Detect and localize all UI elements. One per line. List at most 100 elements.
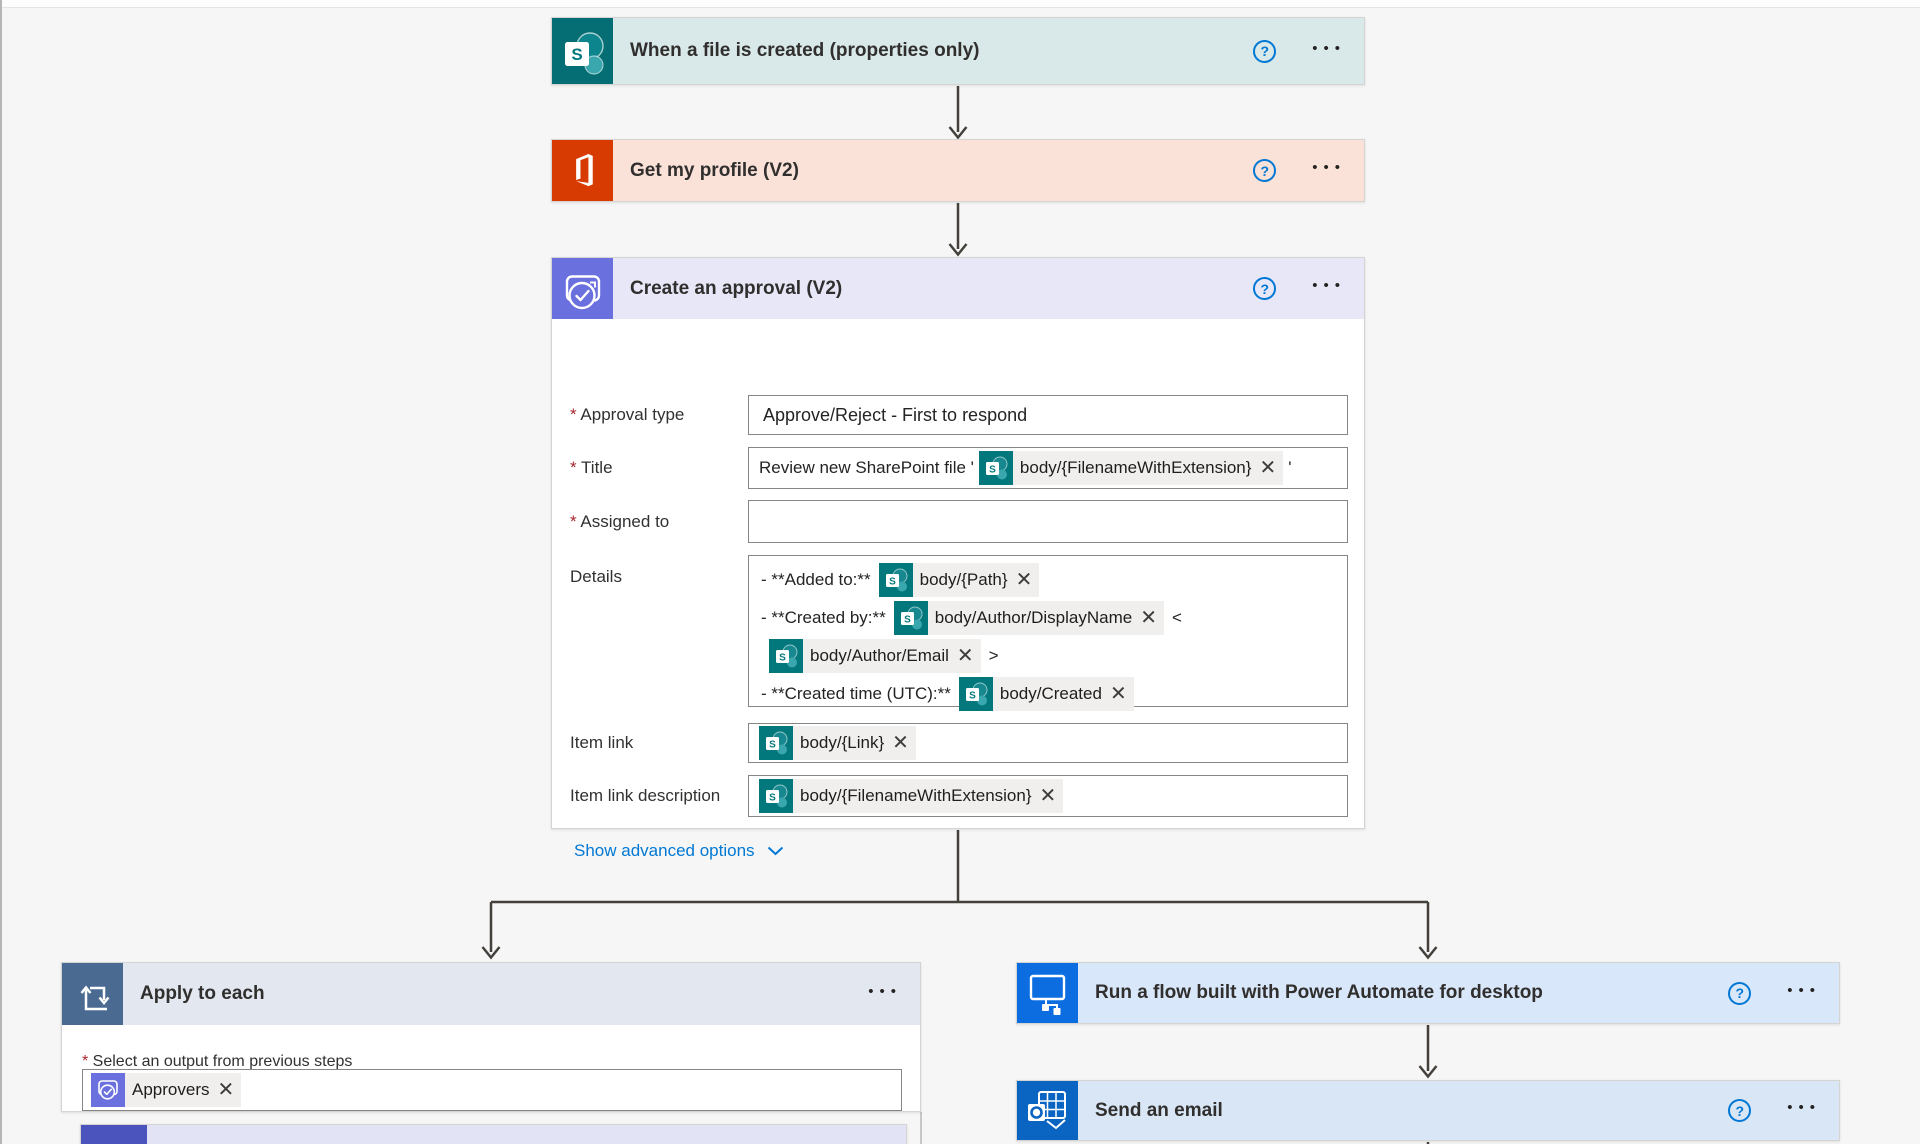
details-line: - **Created by:** body/Author/DisplayNam… (761, 600, 1335, 636)
nested-action-card[interactable] (80, 1124, 907, 1144)
sharepoint-icon (958, 677, 993, 711)
details-line: - **Added to:** body/{Path} ✕ (761, 562, 1335, 598)
action-card-send-email[interactable]: Send an email ? ••• (1016, 1080, 1840, 1141)
ellipsis-menu-icon[interactable]: ••• (1312, 39, 1346, 57)
show-advanced-options-label: Show advanced options (574, 841, 755, 860)
help-icon[interactable]: ? (1253, 277, 1277, 300)
dynamic-content-token[interactable]: body/Created ✕ (958, 677, 1134, 711)
title-input[interactable]: Review new SharePoint file ' body/{Filen… (748, 447, 1348, 489)
approval-type-label: Approval type (570, 405, 742, 425)
item-link-input[interactable]: body/{Link} ✕ (748, 723, 1348, 763)
token-label: body/Author/Email (810, 646, 949, 665)
sharepoint-icon (978, 451, 1013, 485)
apply-to-each-body: Select an output from previous steps App… (62, 1025, 920, 1111)
details-line: body/Author/Email ✕ > (761, 638, 1335, 674)
loop-icon (62, 963, 123, 1025)
details-text: < (1171, 608, 1182, 627)
token-label: body/{FilenameWithExtension} (1019, 458, 1252, 477)
approvals-icon (552, 258, 613, 319)
scope-card-apply-to-each: Apply to each ••• Select an output from … (61, 962, 921, 1112)
trigger-card-when-file-created[interactable]: When a file is created (properties only)… (551, 17, 1365, 85)
outlook-icon (1017, 1081, 1078, 1140)
ellipsis-menu-icon[interactable]: ••• (1312, 159, 1346, 176)
approvers-token[interactable]: Approvers ✕ (91, 1073, 242, 1107)
chevron-down-icon (1317, 411, 1333, 420)
action-card-run-desktop-flow[interactable]: Run a flow built with Power Automate for… (1016, 962, 1840, 1024)
office-icon (552, 140, 613, 201)
show-advanced-options-link[interactable]: Show advanced options (574, 841, 784, 861)
assigned-to-label: Assigned to (570, 512, 742, 532)
ellipsis-menu-icon[interactable]: ••• (868, 982, 902, 1000)
nested-action-icon (81, 1125, 147, 1144)
details-input[interactable]: - **Added to:** body/{Path} ✕ - **Create… (748, 555, 1348, 711)
help-icon[interactable]: ? (1253, 39, 1277, 63)
approval-card-body: Approval type Approve/Reject - First to … (552, 319, 1364, 860)
trigger-title: When a file is created (properties only) (630, 40, 980, 61)
sharepoint-icon (893, 601, 928, 635)
action-card-get-my-profile[interactable]: Get my profile (V2) ? ••• (551, 139, 1365, 202)
title-label: Title (570, 458, 742, 478)
dynamic-content-token[interactable]: body/Author/Email ✕ (769, 639, 981, 673)
apply-to-each-title: Apply to each (140, 983, 265, 1004)
item-link-description-input[interactable]: body/{FilenameWithExtension} ✕ (748, 775, 1348, 817)
details-label: Details (570, 567, 622, 586)
dynamic-content-token[interactable]: body/{FilenameWithExtension} ✕ (759, 779, 1064, 813)
canvas-top-edge (2, 0, 1920, 8)
profile-title: Get my profile (V2) (630, 159, 799, 181)
help-icon[interactable]: ? (1728, 981, 1752, 1005)
token-label: body/{Link} (800, 733, 885, 752)
ellipsis-menu-icon[interactable]: ••• (1312, 277, 1346, 294)
select-output-input[interactable]: Approvers ✕ (82, 1069, 902, 1111)
sharepoint-icon (759, 779, 793, 813)
dynamic-content-token[interactable]: body/Author/DisplayName ✕ (893, 601, 1164, 635)
help-icon[interactable]: ? (1253, 159, 1277, 182)
chevron-down-icon (767, 846, 783, 856)
details-text: - **Created by:** (761, 608, 886, 627)
approval-title: Create an approval (V2) (630, 277, 843, 299)
dynamic-content-token[interactable]: body/{Path} ✕ (878, 563, 1040, 597)
run-flow-header[interactable]: Run a flow built with Power Automate for… (1078, 963, 1839, 1023)
sharepoint-icon (878, 563, 913, 597)
details-text: - **Added to:** (761, 570, 871, 589)
token-label: Approvers (132, 1080, 210, 1099)
token-label: body/{FilenameWithExtension} (800, 786, 1032, 805)
remove-token-icon[interactable]: ✕ (1109, 683, 1127, 705)
approvals-icon (91, 1073, 125, 1107)
remove-token-icon[interactable]: ✕ (1039, 785, 1057, 807)
select-output-label: Select an output from previous steps (82, 1053, 353, 1071)
ellipsis-menu-icon[interactable]: ••• (1787, 981, 1821, 999)
remove-token-icon[interactable]: ✕ (1140, 607, 1157, 629)
sharepoint-icon (759, 726, 793, 760)
item-link-description-label: Item link description (570, 786, 721, 805)
token-label: body/Author/DisplayName (934, 608, 1133, 627)
sharepoint-icon (769, 639, 803, 673)
item-link-label: Item link (570, 733, 634, 752)
remove-token-icon[interactable]: ✕ (1015, 569, 1033, 591)
send-email-header[interactable]: Send an email ? ••• (1078, 1081, 1839, 1140)
send-email-title: Send an email (1095, 1099, 1223, 1121)
title-text-suffix: ' (1288, 458, 1292, 477)
scope-border-line (920, 1112, 922, 1144)
remove-token-icon[interactable]: ✕ (1259, 457, 1277, 479)
remove-token-icon[interactable]: ✕ (217, 1079, 235, 1101)
approval-card-header[interactable]: Create an approval (V2) ? ••• (552, 258, 1364, 319)
approval-type-dropdown[interactable]: Approve/Reject - First to respond (748, 395, 1348, 435)
dynamic-content-token[interactable]: body/{FilenameWithExtension} ✕ (978, 451, 1284, 485)
details-line: - **Created time (UTC):** body/Created ✕ (761, 676, 1335, 712)
ellipsis-menu-icon[interactable]: ••• (1787, 1099, 1821, 1116)
profile-card-header[interactable]: Get my profile (V2) ? ••• (613, 140, 1364, 201)
remove-token-icon[interactable]: ✕ (956, 645, 974, 667)
help-icon[interactable]: ? (1728, 1099, 1752, 1122)
desktop-flow-icon (1017, 963, 1078, 1023)
trigger-card-header[interactable]: When a file is created (properties only)… (613, 18, 1364, 84)
details-text: - **Created time (UTC):** (761, 684, 951, 703)
assigned-to-input[interactable] (748, 500, 1348, 543)
approval-type-value: Approve/Reject - First to respond (763, 404, 1028, 425)
apply-to-each-header[interactable]: Apply to each ••• (62, 963, 920, 1025)
dynamic-content-token[interactable]: body/{Link} ✕ (759, 726, 916, 760)
action-card-create-approval: Create an approval (V2) ? ••• Approval t… (551, 257, 1365, 860)
remove-token-icon[interactable]: ✕ (892, 732, 909, 754)
title-text-prefix: Review new SharePoint file ' (759, 458, 974, 477)
token-label: body/Created (999, 684, 1102, 703)
